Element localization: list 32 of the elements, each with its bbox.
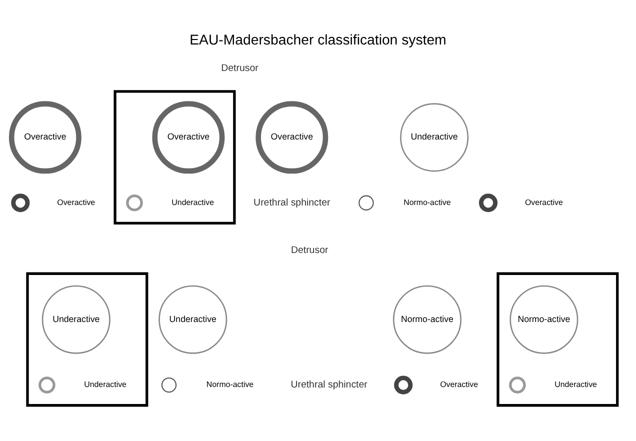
node-circle: Normo-active	[510, 284, 578, 354]
node-circle	[38, 376, 56, 393]
label: Urethral sphincter	[254, 196, 330, 208]
node-label: Overactive	[57, 197, 96, 206]
node-circle: Overactive	[256, 100, 328, 174]
node-circle	[11, 193, 30, 212]
node-circle: Overactive	[8, 100, 82, 174]
node-circle: Underactive	[42, 284, 110, 354]
cluster	[496, 272, 619, 406]
node-circle	[478, 193, 498, 212]
node-circle: Underactive	[400, 102, 469, 172]
label: Detrusor	[221, 62, 258, 74]
node-circle	[126, 194, 143, 211]
node-label: Overactive	[440, 379, 478, 388]
cluster	[26, 272, 148, 406]
node-circle	[394, 375, 413, 394]
node-label: Underactive	[172, 197, 214, 206]
diagram-title: EAU-Madersbacher classification system	[190, 30, 446, 47]
node-circle: Normo-active	[392, 284, 462, 354]
node-label: Underactive	[554, 379, 597, 388]
node-circle: Overactive	[152, 100, 225, 174]
label: Urethral sphincter	[290, 379, 368, 390]
node-circle	[509, 376, 526, 393]
node-circle: Underactive	[158, 284, 228, 354]
node-label: Normo-active	[404, 197, 451, 206]
node-label: Overactive	[524, 197, 563, 206]
label: Detrusor	[290, 244, 328, 256]
node-circle	[161, 376, 177, 392]
node-label: Normo-active	[206, 379, 254, 388]
cluster	[114, 90, 236, 224]
node-label: Underactive	[84, 379, 126, 388]
node-circle	[358, 194, 374, 210]
